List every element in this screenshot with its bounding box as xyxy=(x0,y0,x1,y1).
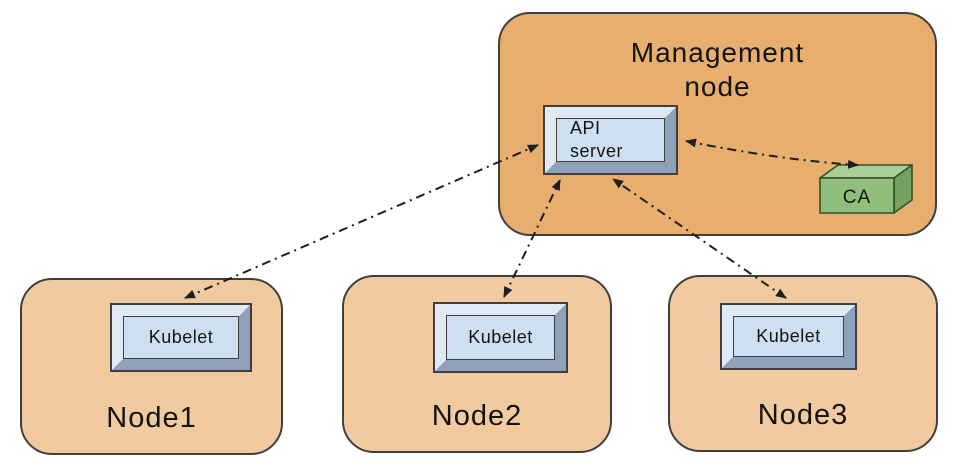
node3-label: Node3 xyxy=(757,399,849,431)
kubelet1-label: Kubelet xyxy=(123,316,239,359)
management-node-title: Management node xyxy=(630,37,805,102)
kubelet1-bevel-frame xyxy=(112,305,250,370)
kubelet1-box: Kubelet xyxy=(110,303,252,372)
node2-label: Node2 xyxy=(431,400,523,432)
kubelet3-box: Kubelet xyxy=(720,303,857,370)
kubelet2-box: Kubelet xyxy=(433,302,568,373)
node1-label: Node1 xyxy=(106,402,197,434)
kubelet3-bevel-frame xyxy=(722,305,855,368)
api-server-bevel-frame xyxy=(545,107,676,173)
kubelet2-label: Kubelet xyxy=(446,315,555,360)
kubelet2-bevel-frame xyxy=(435,304,566,371)
api-server-box: API server xyxy=(543,105,678,175)
kubelet3-label: Kubelet xyxy=(733,316,844,357)
api-server-label: API server xyxy=(556,118,665,162)
